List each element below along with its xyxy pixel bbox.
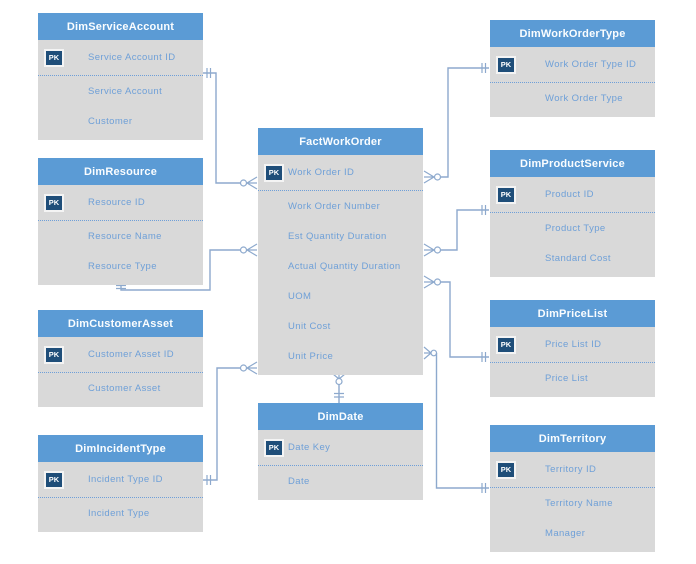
- table-body: PK Incident Type ID Incident Type: [38, 462, 203, 532]
- table-dim-customer-asset[interactable]: DimCustomerAsset PK Customer Asset ID Cu…: [38, 310, 203, 407]
- table-dim-date[interactable]: DimDate PK Date Key Date: [258, 403, 423, 500]
- pk-row: PK Work Order ID: [258, 155, 423, 191]
- pk-field-name: Customer Asset ID: [88, 349, 174, 360]
- table-title: DimPriceList: [490, 300, 655, 327]
- pk-badge: PK: [44, 345, 64, 364]
- pk-row: PK Resource ID: [38, 185, 203, 221]
- pk-badge: PK: [44, 470, 64, 489]
- field-row: Product Type: [545, 222, 606, 234]
- pk-badge: PK: [496, 185, 516, 204]
- field-row: UOM: [288, 290, 312, 302]
- pk-badge: PK: [496, 55, 516, 74]
- pk-field-name: Resource ID: [88, 197, 146, 208]
- table-body: PK Product ID Product Type Standard Cost: [490, 177, 655, 277]
- field-row: Date: [288, 475, 310, 487]
- connector-dimserviceaccount-factworkorder: [203, 68, 258, 190]
- table-dim-price-list[interactable]: DimPriceList PK Price List ID Price List: [490, 300, 655, 397]
- connector-factworkorder-dimpricelist: [423, 275, 489, 362]
- pk-field-name: Work Order ID: [288, 167, 355, 178]
- pk-row: PK Product ID: [490, 177, 655, 213]
- connector-factworkorder-dimdate: [332, 373, 346, 403]
- pk-row: PK Date Key: [258, 430, 423, 466]
- field-row: Incident Type: [88, 507, 150, 519]
- table-body: PK Work Order Type ID Work Order Type: [490, 47, 655, 117]
- table-title: DimServiceAccount: [38, 13, 203, 40]
- pk-badge: PK: [264, 438, 284, 457]
- connector-factworkorder-dimterritory: [423, 346, 489, 493]
- pk-badge: PK: [44, 193, 64, 212]
- connector-dimincidenttype-factworkorder: [203, 361, 258, 485]
- table-dim-incident-type[interactable]: DimIncidentType PK Incident Type ID Inci…: [38, 435, 203, 532]
- field-row: Actual Quantity Duration: [288, 260, 401, 272]
- pk-badge: PK: [496, 335, 516, 354]
- pk-row: PK Service Account ID: [38, 40, 203, 76]
- connector-factworkorder-dimproductservice: [423, 205, 489, 257]
- table-title: DimWorkOrderType: [490, 20, 655, 47]
- table-dim-territory[interactable]: DimTerritory PK Territory ID Territory N…: [490, 425, 655, 552]
- pk-row: PK Price List ID: [490, 327, 655, 363]
- field-row: Customer: [88, 115, 133, 127]
- pk-field-name: Service Account ID: [88, 52, 176, 63]
- table-title: DimProductService: [490, 150, 655, 177]
- field-row: Manager: [545, 527, 586, 539]
- pk-field-name: Work Order Type ID: [545, 59, 637, 70]
- field-row: Resource Type: [88, 260, 157, 272]
- pk-field-name: Territory ID: [545, 464, 597, 475]
- table-fact-work-order[interactable]: FactWorkOrder PK Work Order ID Work Orde…: [258, 128, 423, 375]
- field-row: Work Order Type: [545, 92, 623, 104]
- field-row: Unit Price: [288, 350, 334, 362]
- field-row: Territory Name: [545, 497, 613, 509]
- table-title: DimIncidentType: [38, 435, 203, 462]
- pk-row: PK Territory ID: [490, 452, 655, 488]
- table-body: PK Customer Asset ID Customer Asset: [38, 337, 203, 407]
- table-dim-product-service[interactable]: DimProductService PK Product ID Product …: [490, 150, 655, 277]
- field-row: Standard Cost: [545, 252, 611, 264]
- field-row: Service Account: [88, 85, 163, 97]
- pk-badge: PK: [44, 48, 64, 67]
- field-row: Est Quantity Duration: [288, 230, 387, 242]
- table-dim-service-account[interactable]: DimServiceAccount PK Service Account ID …: [38, 13, 203, 140]
- table-title: DimDate: [258, 403, 423, 430]
- table-title: DimTerritory: [490, 425, 655, 452]
- table-title: FactWorkOrder: [258, 128, 423, 155]
- field-row: Work Order Number: [288, 200, 381, 212]
- pk-field-name: Incident Type ID: [88, 474, 163, 485]
- pk-field-name: Product ID: [545, 189, 594, 200]
- pk-badge: PK: [264, 163, 284, 182]
- table-body: PK Work Order ID Work Order Number Est Q…: [258, 155, 423, 375]
- table-title: DimResource: [38, 158, 203, 185]
- field-row: Unit Cost: [288, 320, 331, 332]
- connector-factworkorder-dimworkordertype: [423, 63, 489, 184]
- pk-badge: PK: [496, 460, 516, 479]
- field-row: Price List: [545, 372, 589, 384]
- pk-field-name: Price List ID: [545, 339, 602, 350]
- table-body: PK Price List ID Price List: [490, 327, 655, 397]
- table-body: PK Territory ID Territory Name Manager: [490, 452, 655, 552]
- table-dim-resource[interactable]: DimResource PK Resource ID Resource Name…: [38, 158, 203, 285]
- pk-row: PK Customer Asset ID: [38, 337, 203, 373]
- table-title: DimCustomerAsset: [38, 310, 203, 337]
- table-body: PK Date Key Date: [258, 430, 423, 500]
- table-body: PK Service Account ID Service Account Cu…: [38, 40, 203, 140]
- field-row: Resource Name: [88, 230, 162, 242]
- pk-row: PK Work Order Type ID: [490, 47, 655, 83]
- table-body: PK Resource ID Resource Name Resource Ty…: [38, 185, 203, 285]
- pk-row: PK Incident Type ID: [38, 462, 203, 498]
- table-dim-work-order-type[interactable]: DimWorkOrderType PK Work Order Type ID W…: [490, 20, 655, 117]
- field-row: Customer Asset: [88, 382, 161, 394]
- pk-field-name: Date Key: [288, 442, 331, 453]
